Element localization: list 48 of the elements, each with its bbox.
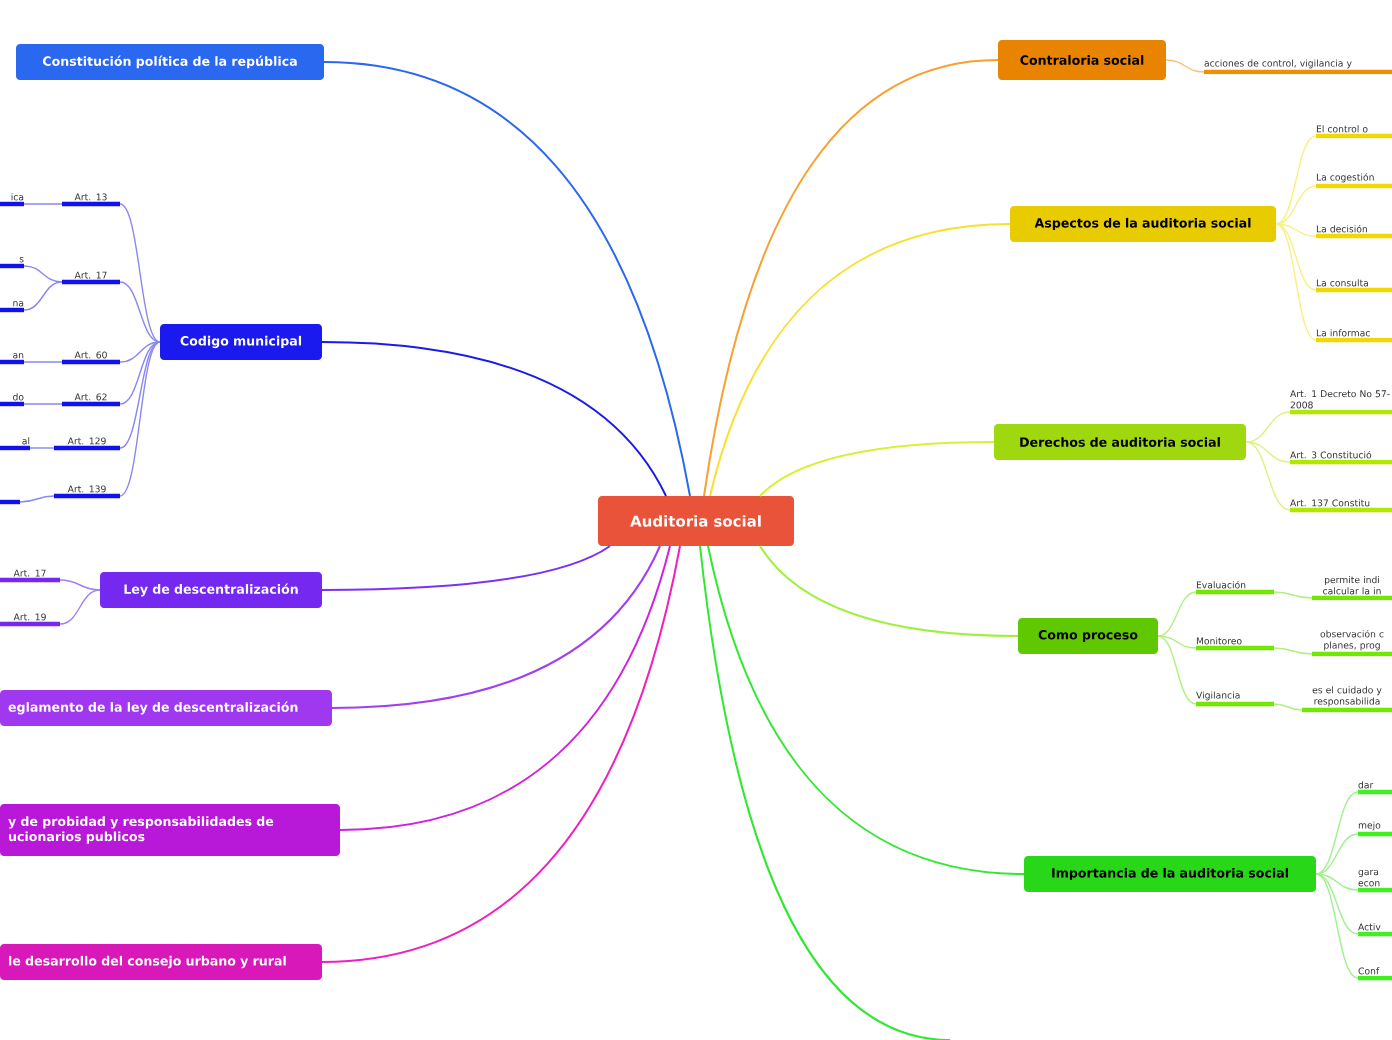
branch-connector: [1315, 873, 1359, 891]
branch-connector: [1157, 591, 1197, 637]
branch-connector: [119, 281, 161, 343]
branch-connector: [19, 495, 55, 503]
branch-connector: [707, 545, 1025, 875]
branch-connector: [1273, 591, 1313, 599]
branch-connector: [1275, 223, 1317, 341]
branch-connector: [119, 341, 161, 449]
branch-connector: [1245, 441, 1291, 463]
branch-connector: [1275, 223, 1317, 237]
branch-connector: [703, 59, 999, 497]
branch-line: [0, 499, 20, 505]
branch-connector: [23, 281, 63, 311]
branch-connector: [23, 265, 63, 283]
branch-connector: [1275, 135, 1317, 225]
branch-connector: [59, 579, 101, 591]
branch-connector: [1273, 703, 1303, 711]
branch-connector: [699, 545, 951, 1040]
branch-connector: [321, 341, 667, 497]
branch-connector: [1315, 873, 1359, 935]
branch-connector: [331, 545, 661, 709]
branch-connector: [29, 447, 55, 449]
branch-connector: [119, 341, 161, 363]
branch-connector: [759, 441, 995, 497]
branch-connector: [23, 203, 63, 205]
branch-connector: [339, 545, 671, 831]
branch-connector: [1245, 441, 1291, 511]
branch-connector: [1273, 647, 1313, 655]
branch-connector: [1157, 635, 1197, 705]
branch-connector: [709, 223, 1011, 497]
branch-connector: [1315, 873, 1359, 979]
branch-connector: [119, 341, 161, 497]
branch-connector: [321, 545, 611, 591]
branch-connector: [23, 361, 63, 363]
branch-connector: [1315, 791, 1359, 875]
branch-connector: [1275, 185, 1317, 225]
branch-connector: [1245, 411, 1291, 443]
branch-connector: [321, 545, 681, 963]
branch-connector: [1315, 833, 1359, 875]
branch-connector: [1157, 635, 1197, 649]
branch-connector: [23, 403, 63, 405]
branch-connector: [1165, 59, 1205, 73]
branch-connector: [323, 61, 691, 497]
branch-connector: [759, 545, 1019, 637]
branch-connector: [119, 203, 161, 343]
branch-connector: [59, 589, 101, 625]
branch-connector: [119, 341, 161, 405]
branch-connector: [1275, 223, 1317, 291]
